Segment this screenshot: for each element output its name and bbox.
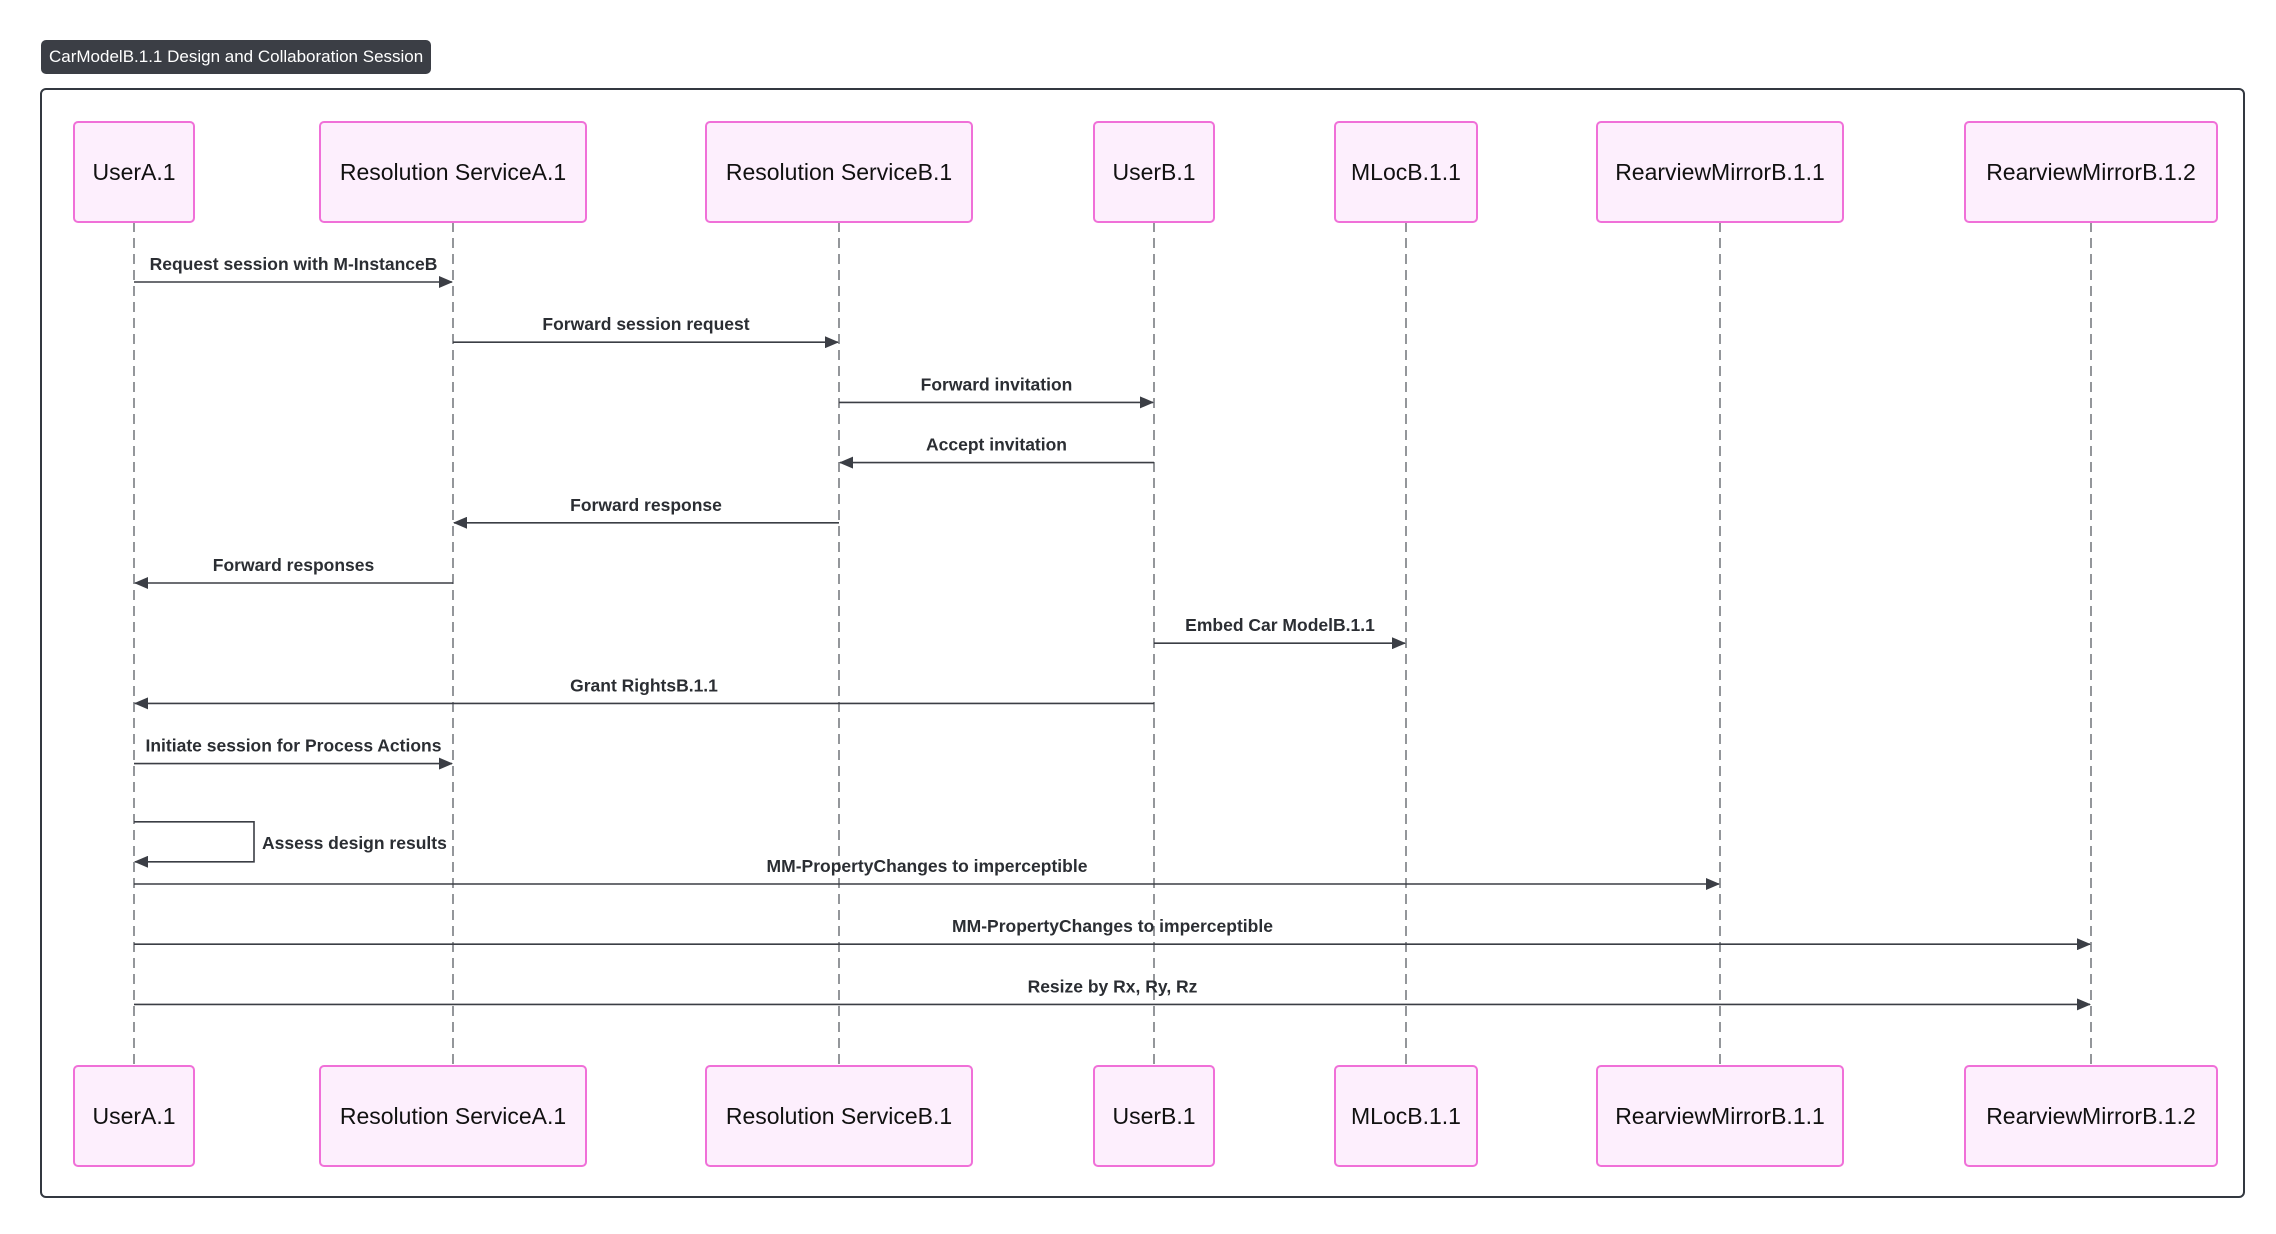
self-message-arrow (134, 821, 255, 868)
actor-label: UserB.1 (1112, 1103, 1195, 1129)
message-4: Accept invitation (839, 435, 1154, 469)
message-8: Grant RightsB.1.1 (134, 675, 1154, 710)
actor-label: UserB.1 (1112, 159, 1195, 185)
message-6: Forward responses (134, 555, 453, 589)
actor-resolution-serviceb-1-bottom: Resolution ServiceB.1 (705, 1065, 973, 1167)
message-10: Assess design results (134, 821, 447, 868)
message-label: Embed Car ModelB.1.1 (1185, 615, 1375, 635)
message-label: Forward session request (542, 314, 749, 334)
message-label: MM-PropertyChanges to imperceptible (767, 856, 1088, 876)
message-9: Initiate session for Process Actions (134, 736, 453, 770)
actor-rearviewmirrorb-1-1-bottom: RearviewMirrorB.1.1 (1596, 1065, 1844, 1167)
actor-box (319, 121, 587, 223)
message-label: Resize by Rx, Ry, Rz (1028, 976, 1198, 996)
actor-usera-1-top: UserA.1 (73, 121, 195, 223)
message-7: Embed Car ModelB.1.1 (1154, 615, 1406, 650)
message-label: Grant RightsB.1.1 (570, 675, 718, 695)
actor-box (1964, 121, 2218, 223)
actor-mlocb-1-1-bottom: MLocB.1.1 (1334, 1065, 1478, 1167)
actor-label: Resolution ServiceB.1 (726, 159, 952, 185)
actor-label: UserA.1 (92, 159, 175, 185)
actor-box (319, 1065, 587, 1167)
actor-label: MLocB.1.1 (1351, 1103, 1461, 1129)
actor-label: UserA.1 (92, 1103, 175, 1129)
message-5: Forward response (453, 495, 839, 529)
message-label: Initiate session for Process Actions (146, 736, 442, 756)
actor-label: RearviewMirrorB.1.1 (1615, 1103, 1825, 1129)
actor-label: RearviewMirrorB.1.1 (1615, 159, 1825, 185)
message-label: MM-PropertyChanges to imperceptible (952, 916, 1273, 936)
actor-rearviewmirrorb-1-2-top: RearviewMirrorB.1.2 (1964, 121, 2218, 223)
message-11: MM-PropertyChanges to imperceptible (134, 856, 1720, 890)
actor-box (1596, 1065, 1844, 1167)
message-12: MM-PropertyChanges to imperceptible (134, 916, 2091, 951)
message-label: Assess design results (262, 833, 447, 853)
actor-box (1964, 1065, 2218, 1167)
actor-resolution-serviceb-1-top: Resolution ServiceB.1 (705, 121, 973, 223)
actor-userb-1-top: UserB.1 (1093, 121, 1215, 223)
message-3: Forward invitation (839, 374, 1154, 409)
actor-label: RearviewMirrorB.1.2 (1986, 1103, 2196, 1129)
actor-box (705, 1065, 973, 1167)
actor-label: RearviewMirrorB.1.2 (1986, 159, 2196, 185)
actor-box (1093, 121, 1215, 223)
actor-label: MLocB.1.1 (1351, 159, 1461, 185)
actor-label: Resolution ServiceA.1 (340, 1103, 566, 1129)
diagram-frame (40, 88, 2245, 1198)
actor-box (73, 1065, 195, 1167)
message-1: Request session with M-InstanceB (134, 254, 453, 288)
actor-rearviewmirrorb-1-1-top: RearviewMirrorB.1.1 (1596, 121, 1844, 223)
message-label: Accept invitation (926, 435, 1067, 455)
actor-label: Resolution ServiceA.1 (340, 159, 566, 185)
message-label: Forward responses (213, 555, 375, 575)
actor-userb-1-bottom: UserB.1 (1093, 1065, 1215, 1167)
message-label: Request session with M-InstanceB (150, 254, 438, 274)
actor-box (705, 121, 973, 223)
actor-usera-1-bottom: UserA.1 (73, 1065, 195, 1167)
message-label: Forward response (570, 495, 722, 515)
actor-resolution-servicea-1-top: Resolution ServiceA.1 (319, 121, 587, 223)
actor-rearviewmirrorb-1-2-bottom: RearviewMirrorB.1.2 (1964, 1065, 2218, 1167)
actor-box (1334, 121, 1478, 223)
actor-box (1093, 1065, 1215, 1167)
actor-box (73, 121, 195, 223)
actor-label: Resolution ServiceB.1 (726, 1103, 952, 1129)
actor-box (1334, 1065, 1478, 1167)
message-13: Resize by Rx, Ry, Rz (134, 976, 2091, 1011)
actor-resolution-servicea-1-bottom: Resolution ServiceA.1 (319, 1065, 587, 1167)
actor-mlocb-1-1-top: MLocB.1.1 (1334, 121, 1478, 223)
actor-box (1596, 121, 1844, 223)
diagram-title: CarModelB.1.1 Design and Collaboration S… (41, 40, 432, 74)
message-label: Forward invitation (921, 374, 1073, 394)
message-2: Forward session request (453, 314, 839, 349)
